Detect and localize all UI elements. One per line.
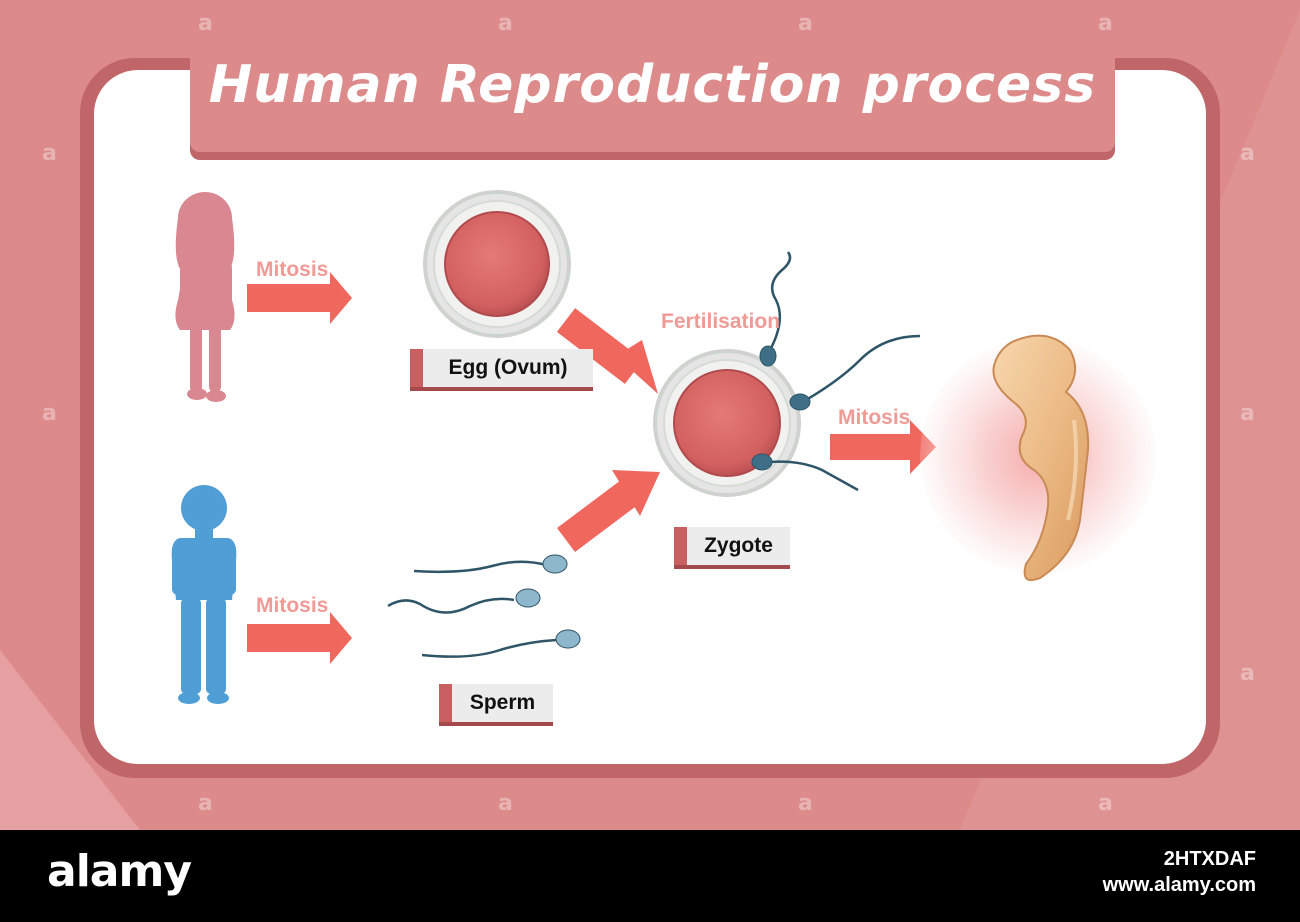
svg-text:a: a — [1240, 661, 1255, 686]
egg-tag: Egg (Ovum) — [410, 349, 593, 387]
watermark-pattern: a a a a a a a a a a a a a — [42, 11, 1255, 816]
sperm-around-zygote — [751, 251, 921, 492]
mitosis-label-female: Mitosis — [256, 258, 329, 281]
egg-to-zygote-arrow — [556, 308, 658, 394]
svg-text:a: a — [798, 791, 813, 816]
svg-text:a: a — [1240, 141, 1255, 166]
svg-text:a: a — [42, 141, 57, 166]
stock-footer: alamy 2HTXDAF www.alamy.com — [0, 830, 1300, 922]
svg-text:a: a — [1098, 791, 1113, 816]
corner-shade-left — [0, 650, 140, 830]
svg-text:a: a — [798, 11, 813, 36]
sperm-tag: Sperm — [439, 684, 553, 722]
svg-text:a: a — [1240, 401, 1255, 426]
fertilisation-label: Fertilisation — [661, 310, 781, 333]
site-url: www.alamy.com — [1102, 874, 1256, 896]
stock-info: 2HTXDAF www.alamy.com — [1103, 846, 1256, 898]
brand-logo: alamy — [47, 846, 192, 897]
mitosis-arrow-zygote — [830, 420, 936, 474]
mitosis-arrow-male — [247, 612, 352, 664]
zygote-cell — [653, 349, 801, 497]
svg-text:a: a — [198, 791, 213, 816]
zygote-tag: Zygote — [674, 527, 790, 565]
mitosis-label-zygote: Mitosis — [838, 406, 911, 429]
infographic-poster: a a a a a a a a a a a a a Human Reproduction proce… — [0, 0, 1300, 830]
mitosis-label-male: Mitosis — [256, 594, 329, 617]
diagram-canvas: a a a a a a a a a a a a a — [0, 0, 1300, 830]
embryo — [920, 334, 1156, 582]
female-silhouette — [175, 192, 235, 402]
title-banner — [190, 34, 1115, 152]
svg-text:a: a — [498, 791, 513, 816]
page-title: Human Reproduction process — [208, 55, 1097, 115]
white-panel — [94, 70, 1206, 764]
svg-text:a: a — [498, 11, 513, 36]
sperm-cells — [387, 554, 581, 658]
svg-text:a: a — [42, 401, 57, 426]
egg-cell — [423, 190, 571, 338]
svg-text:a: a — [1098, 11, 1113, 36]
image-id: 2HTXDAF — [1163, 848, 1256, 870]
sperm-to-zygote-arrow — [557, 470, 660, 552]
svg-text:a: a — [198, 11, 213, 36]
male-silhouette — [171, 485, 237, 704]
mitosis-arrow-female — [247, 272, 352, 324]
